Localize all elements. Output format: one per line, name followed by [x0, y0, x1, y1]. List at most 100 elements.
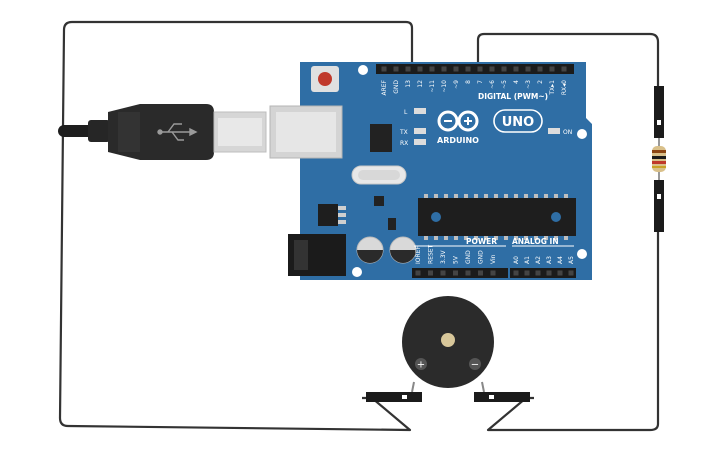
buzzer-lead-minus	[474, 392, 530, 402]
power-led	[548, 128, 560, 134]
voltage-regulator	[318, 204, 338, 226]
analog-pin-label: A2	[535, 256, 542, 264]
capacitor	[356, 236, 384, 264]
analog-pin-label: A1	[524, 256, 531, 264]
digital-pin-label: ~5	[501, 80, 508, 89]
led-l-label: L	[404, 109, 408, 116]
power-pin-header[interactable]	[412, 268, 508, 278]
digital-pin-socket[interactable]	[549, 66, 555, 72]
piezo-buzzer[interactable]: + −	[366, 296, 530, 402]
digital-pin-socket[interactable]	[489, 66, 495, 72]
power-pin-label: GND	[465, 250, 472, 264]
mounting-hole	[577, 249, 587, 259]
led-rx-label: RX	[400, 140, 408, 147]
on-label: ON	[563, 129, 572, 136]
power-pin-label: GND	[478, 250, 485, 264]
arduino-logo: ARDUINO	[437, 110, 479, 145]
power-pin-label: 5V	[453, 255, 460, 264]
digital-pin-label: AREF	[381, 79, 388, 95]
power-pin-label: Vin	[490, 254, 497, 264]
digital-pin-socket[interactable]	[513, 66, 519, 72]
usb-cable[interactable]	[58, 104, 267, 160]
digital-pin-header[interactable]	[376, 64, 574, 74]
resistor[interactable]	[652, 86, 666, 232]
digital-pin-socket[interactable]	[417, 66, 423, 72]
digital-pin-label: ~9	[453, 80, 460, 89]
power-pin-socket[interactable]	[440, 270, 446, 276]
model-label: UNO	[502, 115, 535, 130]
digital-pin-socket[interactable]	[405, 66, 411, 72]
digital-pin-label: GND	[393, 80, 400, 94]
brand-label: ARDUINO	[437, 136, 479, 145]
reset-button[interactable]	[311, 66, 339, 92]
analog-header-label: ANALOG IN	[512, 237, 559, 246]
analog-pin-socket[interactable]	[546, 270, 552, 276]
digital-pin-socket[interactable]	[441, 66, 447, 72]
power-pin-socket[interactable]	[478, 270, 483, 276]
capacitor	[389, 236, 417, 264]
wire-pin8-to-resistor[interactable]	[476, 32, 660, 86]
digital-pin-label: ~3	[525, 80, 532, 89]
digital-pin-socket[interactable]	[393, 66, 399, 72]
led-tx-label: TX	[399, 129, 408, 136]
atmega-microcontroller	[418, 194, 576, 240]
digital-pin-label: 13	[405, 80, 412, 88]
digital-header-label: DIGITAL (PWM~)	[478, 92, 548, 101]
power-header-label: POWER	[466, 237, 497, 246]
wire-resistor-to-buzzer-minus[interactable]	[486, 232, 660, 432]
smd-chip	[374, 196, 384, 206]
buzzer-plus-label: +	[417, 360, 425, 371]
digital-pin-socket[interactable]	[525, 66, 531, 72]
analog-pin-header[interactable]	[510, 268, 576, 278]
digital-pin-label: ~6	[489, 80, 496, 89]
mounting-hole	[577, 129, 587, 139]
digital-pin-socket[interactable]	[501, 66, 507, 72]
analog-pin-socket[interactable]	[524, 270, 530, 276]
usb-symbol-icon	[157, 123, 198, 141]
digital-pin-label: 8	[465, 80, 472, 84]
analog-pin-socket[interactable]	[535, 270, 541, 276]
analog-pin-labels: A0 A1 A2 A3 A4 A5	[513, 256, 575, 264]
digital-pin-label: 2	[537, 80, 544, 84]
digital-pin-socket[interactable]	[429, 66, 435, 72]
wire-gnd-to-buzzer-plus[interactable]	[58, 20, 414, 432]
digital-pin-socket[interactable]	[477, 66, 483, 72]
digital-pin-socket[interactable]	[453, 66, 459, 72]
analog-pin-label: A5	[568, 256, 575, 264]
digital-pin-socket[interactable]	[381, 66, 387, 72]
buzzer-lead-plus	[366, 392, 422, 402]
mounting-hole	[352, 267, 362, 277]
digital-pin-label: ~11	[429, 80, 436, 93]
usb-controller-chip	[370, 124, 392, 152]
power-pin-socket[interactable]	[415, 270, 421, 276]
power-pin-socket[interactable]	[465, 270, 471, 276]
power-pin-socket[interactable]	[453, 270, 458, 276]
power-pin-label: IOREF	[415, 246, 422, 264]
digital-pin-label: ~10	[441, 80, 448, 93]
uno-badge: UNO	[493, 109, 543, 133]
status-leds: L TX RX	[399, 108, 426, 147]
wires	[58, 20, 660, 432]
analog-pin-label: A4	[557, 256, 564, 264]
buzzer-minus-label: −	[471, 360, 479, 371]
digital-pin-socket[interactable]	[561, 66, 567, 72]
digital-pin-socket[interactable]	[465, 66, 471, 72]
power-pin-label: 3.3V	[440, 249, 447, 264]
analog-pin-socket[interactable]	[568, 270, 574, 276]
digital-pin-label: 12	[417, 80, 424, 88]
power-pin-socket[interactable]	[428, 270, 433, 276]
analog-pin-socket[interactable]	[513, 270, 519, 276]
analog-pin-socket[interactable]	[557, 270, 563, 276]
analog-pin-label: A3	[546, 256, 553, 264]
mounting-hole	[358, 65, 368, 75]
digital-pin-socket[interactable]	[537, 66, 543, 72]
resistor-lead-top	[654, 86, 664, 138]
power-pin-socket[interactable]	[490, 270, 496, 276]
analog-pin-label: A0	[513, 256, 520, 264]
digital-pin-label: 7	[477, 80, 484, 84]
arduino-uno-board[interactable]: L TX RX ARDUINO UNO ON	[269, 62, 592, 280]
